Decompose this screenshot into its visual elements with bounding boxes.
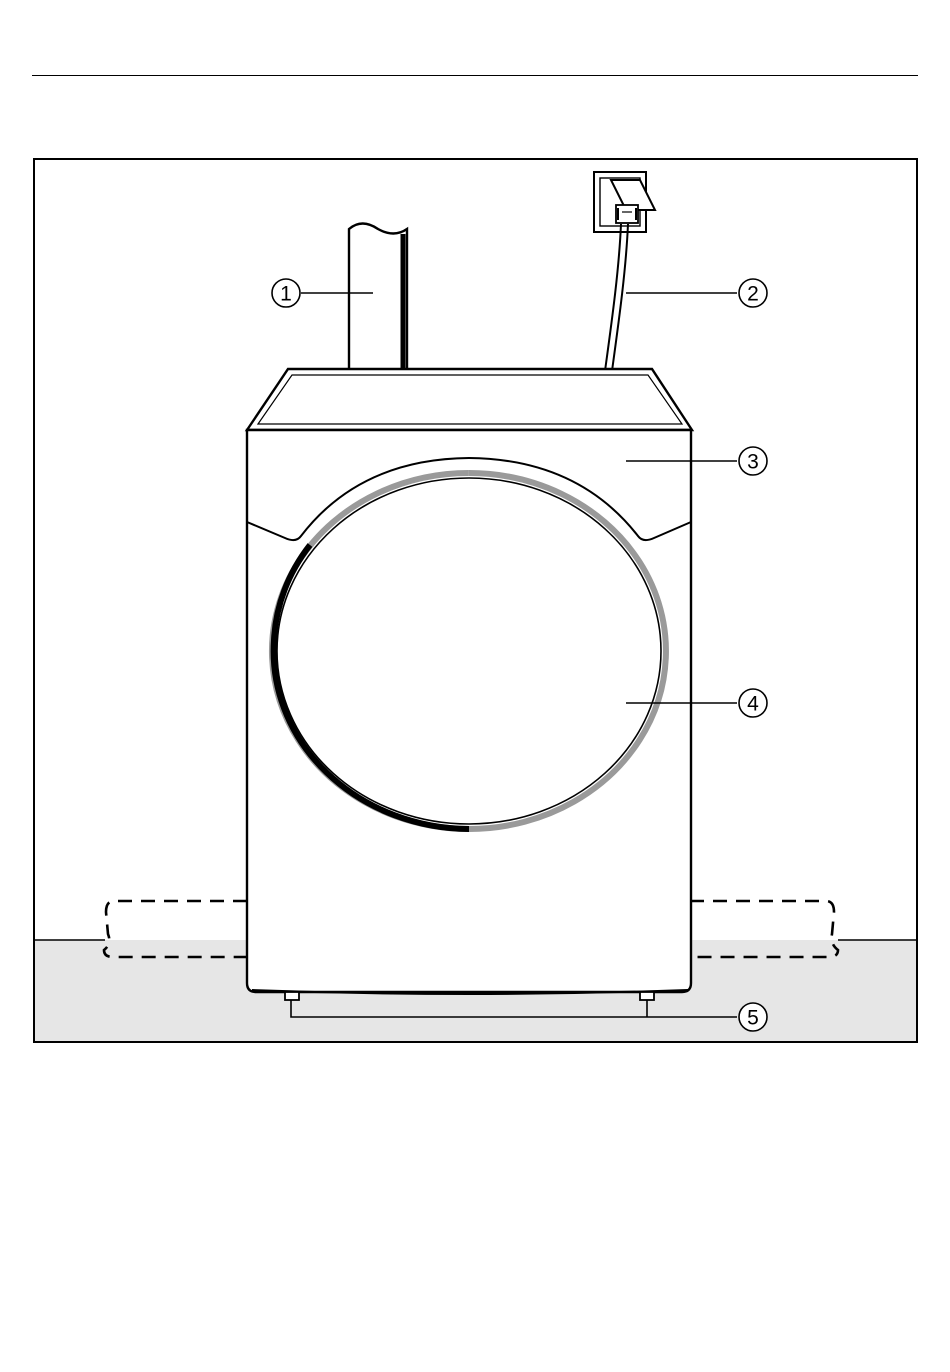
callout-1: 1 <box>272 279 300 307</box>
callout-3: 3 <box>739 447 767 475</box>
dryer-door <box>272 473 666 829</box>
wall-socket <box>594 172 655 232</box>
callout-4: 4 <box>739 689 767 717</box>
callout-5-label: 5 <box>747 1007 759 1030</box>
power-cable <box>605 224 628 371</box>
callout-5: 5 <box>739 1003 767 1031</box>
dryer-top-panel <box>247 369 692 430</box>
callout-2: 2 <box>739 279 767 307</box>
callout-2-label: 2 <box>747 283 759 306</box>
callout-4-label: 4 <box>747 693 759 716</box>
callout-3-label: 3 <box>747 451 759 474</box>
pipe <box>349 224 407 372</box>
callout-1-label: 1 <box>280 283 292 306</box>
